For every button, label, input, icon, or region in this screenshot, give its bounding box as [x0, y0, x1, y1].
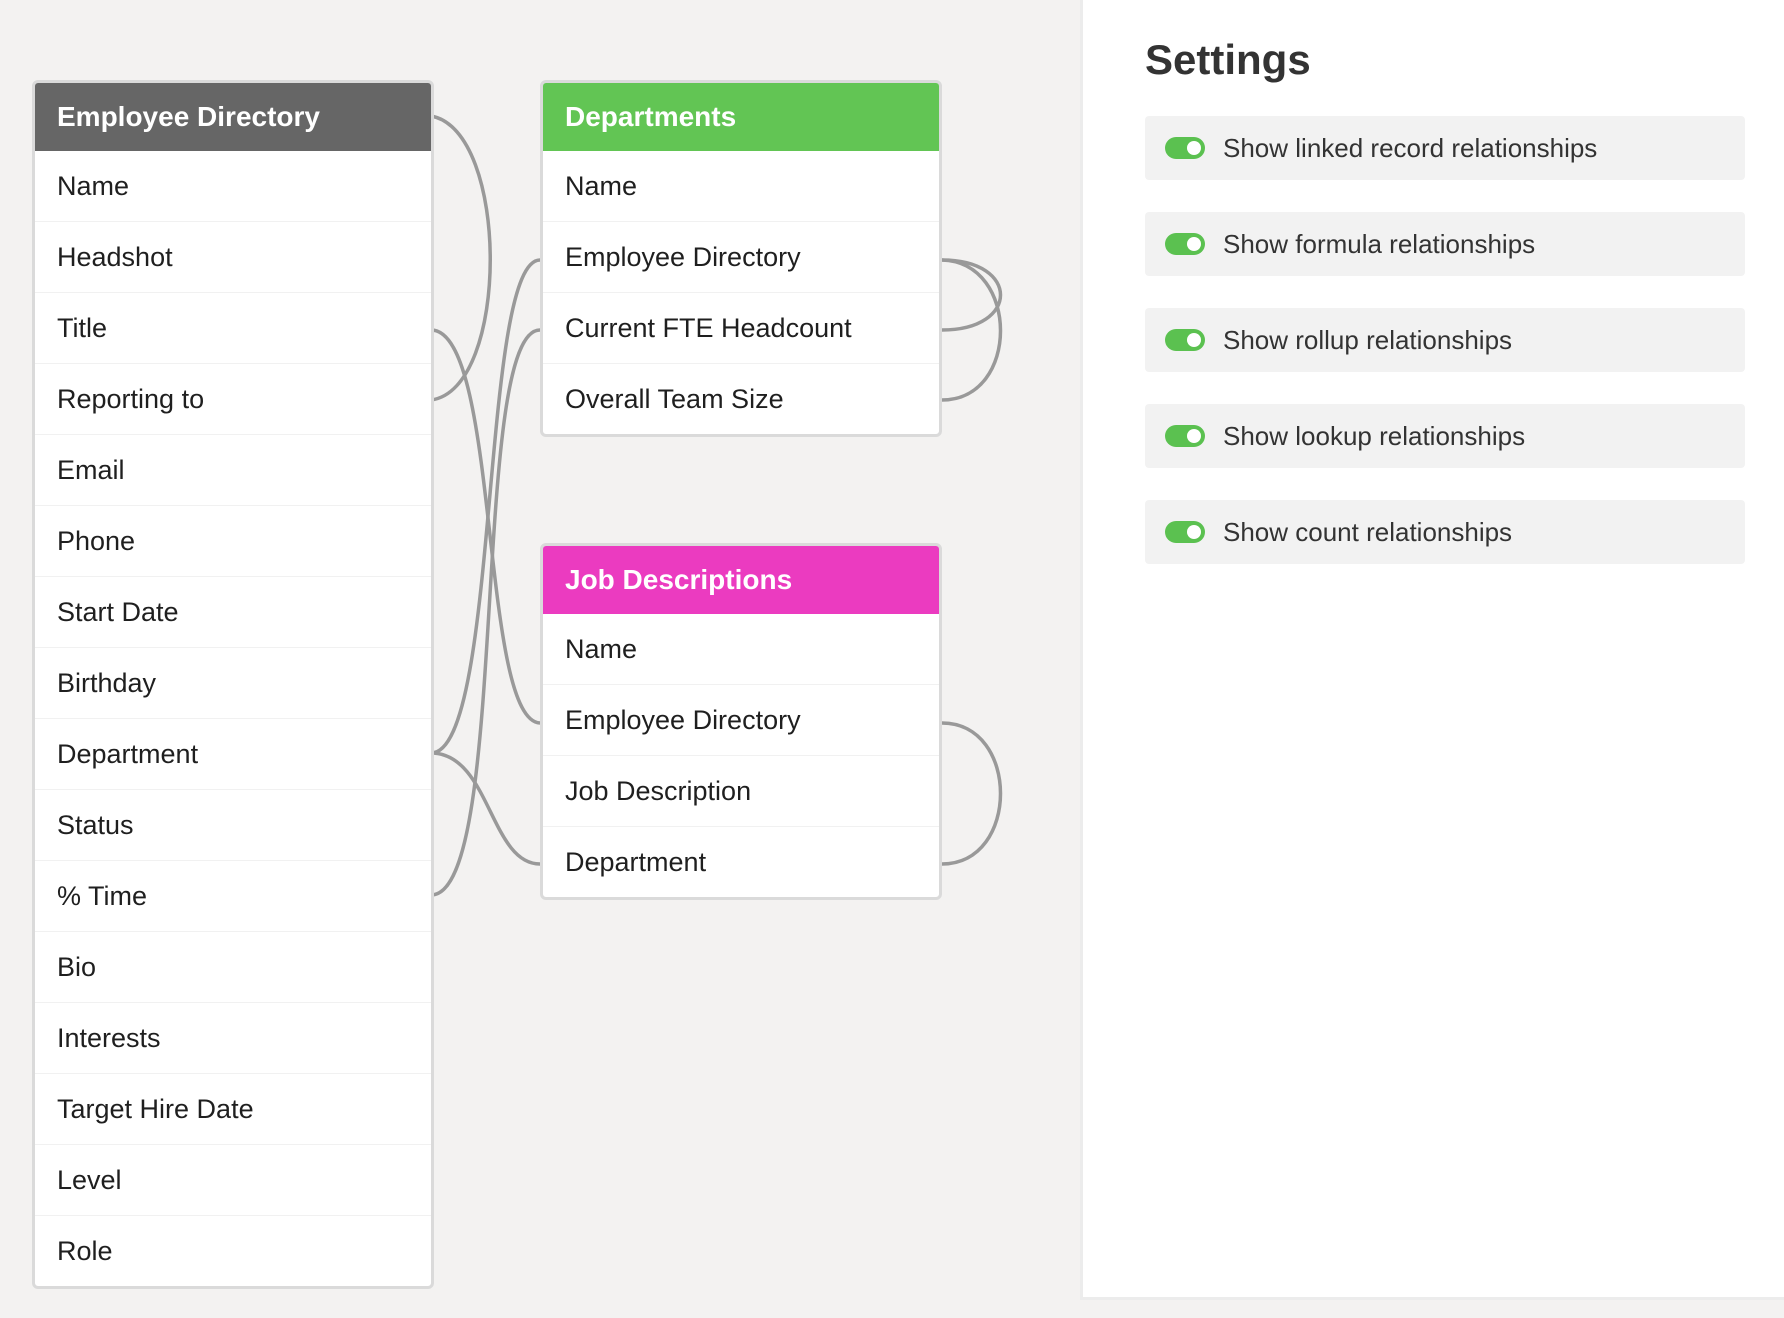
setting-label: Show lookup relationships	[1223, 420, 1526, 451]
setting-label: Show count relationships	[1223, 516, 1513, 547]
relationship-line	[430, 751, 541, 866]
field-row[interactable]: Headshot	[35, 222, 431, 293]
field-row[interactable]: Overall Team Size	[565, 383, 784, 414]
field-row[interactable]: Current FTE Headcount	[543, 293, 939, 364]
field-row[interactable]: Department	[35, 719, 431, 790]
toggle-switch[interactable]	[1165, 425, 1205, 447]
table-header[interactable]: Employee Directory	[35, 83, 431, 151]
field-row[interactable]: Email	[35, 435, 431, 506]
table-title: Employee Directory	[57, 101, 320, 132]
toggle-knob	[1187, 525, 1201, 539]
field-row[interactable]: Department	[565, 846, 707, 877]
table-header[interactable]: Job Descriptions	[543, 546, 939, 614]
field-row[interactable]: Target Hire Date	[35, 1074, 431, 1145]
table-title: Job Descriptions	[565, 564, 793, 595]
field-row[interactable]: Employee Directory	[543, 222, 939, 293]
field-row[interactable]: Interests	[35, 1003, 431, 1074]
setting-label: Show rollup relationships	[1223, 324, 1513, 355]
field-row[interactable]: Employee Directory	[543, 685, 939, 756]
field-row[interactable]: Level	[35, 1145, 431, 1216]
field-row[interactable]: % Time	[35, 861, 431, 932]
table-header[interactable]: Departments	[543, 83, 939, 151]
field-row[interactable]: Birthday	[35, 648, 431, 719]
setting-count[interactable]: Show count relationships	[1145, 500, 1745, 564]
relationship-line	[430, 258, 541, 755]
field-row[interactable]: Name	[35, 151, 431, 222]
toggle-switch[interactable]	[1165, 521, 1205, 543]
toggle-switch[interactable]	[1165, 329, 1205, 351]
toggle-knob	[1187, 333, 1201, 347]
setting-lookup[interactable]: Show lookup relationships	[1145, 404, 1745, 468]
setting-rollup[interactable]: Show rollup relationships	[1145, 308, 1745, 372]
settings-panel: Settings Show linked record relationship…	[1080, 0, 1784, 1300]
field-row[interactable]: Status	[35, 790, 431, 861]
field-row[interactable]: Name	[543, 614, 939, 685]
relationship-line	[430, 328, 541, 725]
table-departments[interactable]: Departments Name Employee Directory Curr…	[540, 80, 942, 437]
toggle-knob	[1187, 429, 1201, 443]
setting-label: Show linked record relationships	[1223, 132, 1598, 163]
table-job-descriptions[interactable]: Job Descriptions Name Employee Directory…	[540, 543, 942, 900]
field-row[interactable]: Bio	[35, 932, 431, 1003]
setting-label: Show formula relationships	[1223, 228, 1536, 259]
field-row[interactable]: Name	[543, 151, 939, 222]
relationship-line	[941, 258, 1003, 332]
toggle-switch[interactable]	[1165, 233, 1205, 255]
field-row[interactable]: Job Description	[543, 756, 939, 827]
toggle-knob	[1187, 141, 1201, 155]
settings-title: Settings	[1145, 36, 1311, 83]
field-row[interactable]: Reporting to	[35, 364, 431, 435]
table-title: Departments	[565, 101, 737, 132]
field-row[interactable]: Phone	[35, 506, 431, 577]
setting-formula[interactable]: Show formula relationships	[1145, 212, 1745, 276]
schema-canvas: Employee Directory Name Headshot Title R…	[32, 80, 1003, 1289]
toggle-knob	[1187, 237, 1201, 251]
relationship-line	[941, 721, 1003, 866]
field-row[interactable]: Start Date	[35, 577, 431, 648]
setting-linked-record[interactable]: Show linked record relationships	[1145, 116, 1745, 180]
table-employee-directory[interactable]: Employee Directory Name Headshot Title R…	[32, 80, 434, 1289]
relationship-line	[941, 258, 1003, 402]
field-row[interactable]: Title	[35, 293, 431, 364]
toggle-switch[interactable]	[1165, 137, 1205, 159]
relationship-line	[430, 114, 492, 402]
relationship-line	[430, 328, 541, 897]
field-row[interactable]: Role	[57, 1235, 113, 1266]
